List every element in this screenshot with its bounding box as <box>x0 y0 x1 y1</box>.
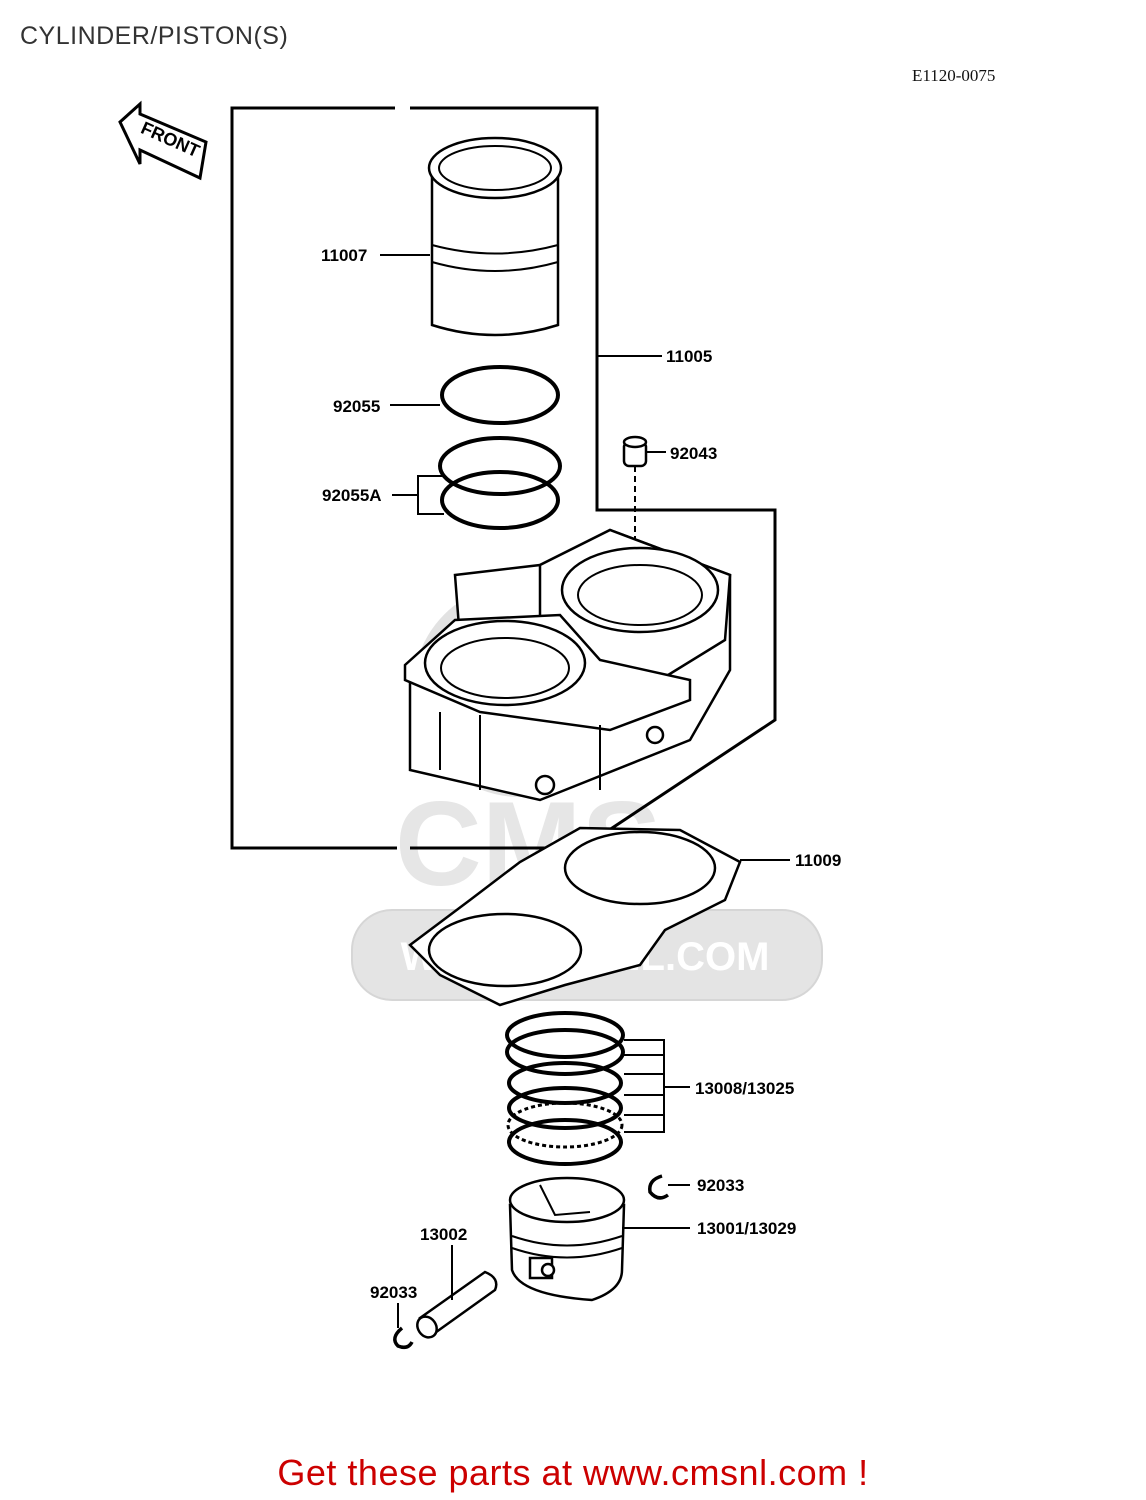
callout-13001-13029: 13001/13029 <box>697 1219 796 1238</box>
o-ring-92055a-upper <box>438 436 562 496</box>
callout-92033-right: 92033 <box>697 1176 744 1195</box>
circlip-left <box>393 1326 414 1350</box>
front-arrow-icon: FRONT <box>118 100 208 181</box>
callout-11009: 11009 <box>795 851 841 870</box>
piston <box>508 1176 626 1302</box>
diagram-reference-code: E1120-0075 <box>912 66 996 85</box>
cylinder-sleeve <box>427 136 563 337</box>
o-ring-92055a-lower <box>440 470 560 530</box>
callout-13002: 13002 <box>420 1225 467 1244</box>
callout-11005: 11005 <box>666 347 712 366</box>
footer-cta-link[interactable]: Get these parts at www.cmsnl.com ! <box>277 1452 869 1493</box>
callout-92055: 92055 <box>333 397 380 416</box>
callout-92055a: 92055A <box>322 486 382 505</box>
piston-pin <box>416 1270 498 1339</box>
callout-92033-left: 92033 <box>370 1283 417 1302</box>
callout-11007: 11007 <box>321 246 367 265</box>
callout-13008-13025: 13008/13025 <box>695 1079 794 1098</box>
page-title: CYLINDER/PISTON(S) <box>20 22 289 50</box>
circlip-right <box>648 1174 670 1200</box>
callout-92043: 92043 <box>670 444 717 463</box>
piston-ring-set <box>505 1011 625 1166</box>
dowel-pin <box>622 435 648 540</box>
cylinder-assembly-bracket <box>230 106 397 850</box>
o-ring-92055 <box>440 365 560 425</box>
cylinder-block <box>403 528 732 802</box>
cylinder-base-gasket <box>408 826 742 1007</box>
